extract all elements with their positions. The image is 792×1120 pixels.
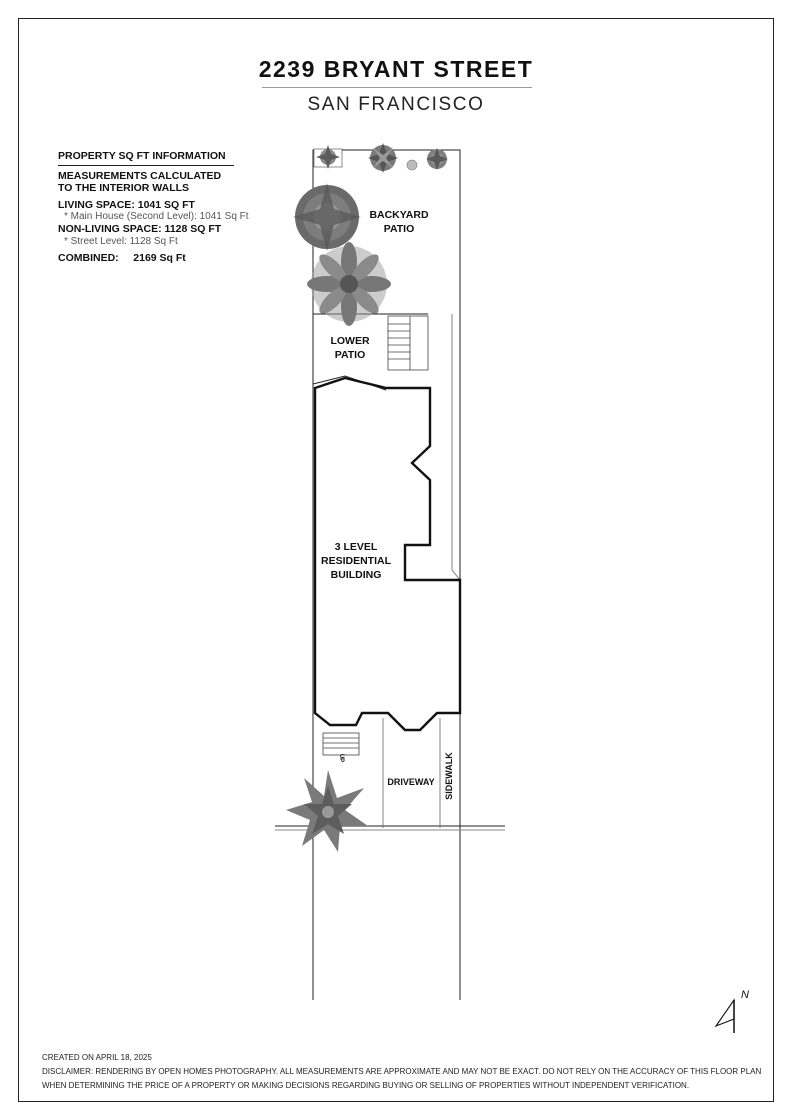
page-border xyxy=(18,18,774,1102)
info-heading: PROPERTY SQ FT INFORMATION xyxy=(58,150,234,166)
combined-value: 2169 Sq Ft xyxy=(133,251,186,264)
north-arrow: N xyxy=(714,989,749,1033)
plant-small-3 xyxy=(406,159,418,171)
living-space: LIVING SPACE: 1041 SQ FT xyxy=(58,198,195,211)
lot-outline xyxy=(275,149,505,1000)
label-up: UP xyxy=(338,754,344,762)
label-building-1: 3 LEVEL xyxy=(335,541,378,553)
plant-agave-6 xyxy=(307,242,391,326)
plant-large-5 xyxy=(293,183,361,251)
label-sidewalk: SIDEWALK xyxy=(444,752,454,800)
side-walkway xyxy=(382,314,461,828)
footer: CREATED ON APRIL 18, 2025 DISCLAIMER: RE… xyxy=(42,1051,761,1093)
building-outline xyxy=(313,376,462,732)
combined-total: COMBINED: 2169 Sq Ft xyxy=(58,252,249,265)
combined-label: COMBINED: xyxy=(58,251,119,264)
plant-planter-1 xyxy=(313,145,343,169)
label-building-3: BUILDING xyxy=(331,569,382,581)
disclaimer-line2: WHEN DETERMINING THE PRICE OF A PROPERTY… xyxy=(42,1081,690,1090)
created-date: CREATED ON APRIL 18, 2025 xyxy=(42,1053,152,1062)
label-backyard-1: BACKYARD xyxy=(369,209,429,221)
label-lower-patio-2: PATIO xyxy=(335,349,366,361)
front-stairs xyxy=(322,732,360,756)
north-label: N xyxy=(741,989,749,1001)
north-arrow-left-icon xyxy=(714,998,735,1028)
label-driveway: DRIVEWAY xyxy=(387,777,434,787)
page-title: 2239 BRYANT STREET xyxy=(258,56,534,82)
rear-stairs xyxy=(387,315,429,371)
property-info-panel: PROPERTY SQ FT INFORMATION MEASUREMENTS … xyxy=(58,150,249,265)
title-divider xyxy=(262,87,532,88)
label-lower-patio-1: LOWER xyxy=(330,335,369,347)
plant-shrub-2 xyxy=(368,143,398,173)
label-backyard-2: PATIO xyxy=(384,223,415,235)
plant-shrub-4 xyxy=(426,148,448,170)
page-subtitle: SAN FRANCISCO xyxy=(307,94,485,115)
nonliving-space-detail: * Street Level: 1128 Sq Ft xyxy=(64,235,178,247)
living-space-detail: * Main House (Second Level): 1041 Sq Ft xyxy=(64,211,249,223)
lower-patio-outline xyxy=(312,313,428,391)
disclaimer-line1: DISCLAIMER: RENDERING BY OPEN HOMES PHOT… xyxy=(42,1067,762,1076)
measure-note-line1: MEASUREMENTS CALCULATED xyxy=(58,169,222,182)
nonliving-space: NON-LIVING SPACE: 1128 SQ FT xyxy=(58,223,222,236)
measure-note-line2: TO THE INTERIOR WALLS xyxy=(58,182,190,195)
label-building-2: RESIDENTIAL xyxy=(321,555,392,567)
plant-star-7 xyxy=(286,770,368,852)
